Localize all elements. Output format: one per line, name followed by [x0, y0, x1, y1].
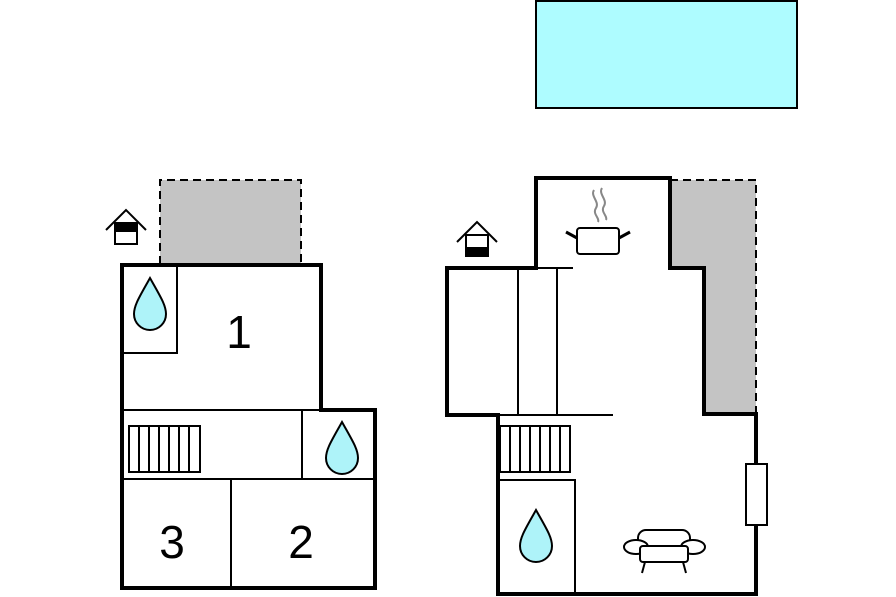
sofa-icon — [623, 529, 706, 574]
window — [745, 463, 768, 526]
room-1-label: 1 — [226, 306, 252, 358]
house-entrance-icon — [456, 220, 498, 257]
room-2-label: 2 — [288, 516, 314, 568]
room-3-label: 3 — [159, 516, 185, 568]
water-drop-icon — [324, 419, 360, 475]
house-entrance-icon — [105, 208, 147, 245]
water-drop-icon — [518, 507, 554, 563]
upper-terrace — [159, 179, 302, 264]
radiator-icon — [128, 425, 201, 473]
radiator-icon — [499, 425, 571, 473]
ground-floor-plan — [445, 176, 768, 596]
ground-terrace — [670, 179, 757, 414]
upper-floor-plan: 1 3 2 — [105, 179, 377, 590]
water-drop-icon — [132, 275, 168, 331]
upper-floor-outer-wall — [120, 263, 377, 590]
swimming-pool — [535, 0, 798, 109]
cooking-pot-icon — [565, 187, 631, 255]
